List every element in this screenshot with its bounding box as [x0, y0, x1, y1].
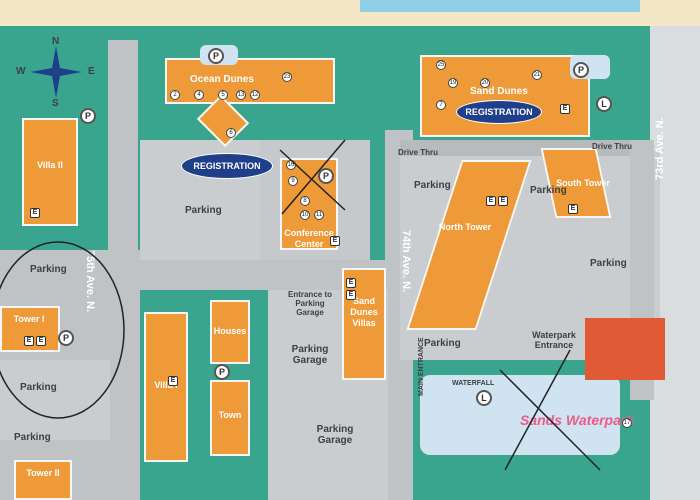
marker-25: 25	[436, 60, 446, 70]
lobby-icon: L	[596, 96, 612, 112]
marker-21: 21	[532, 70, 542, 80]
marker-23: 23	[282, 72, 292, 82]
parking-label-c: Parking	[20, 382, 57, 393]
compass-w: W	[16, 66, 26, 77]
drive-thru-left: Drive Thru	[398, 148, 439, 157]
parking-icon-villa-ii: P	[80, 108, 96, 124]
compass-svg	[30, 46, 82, 98]
x-mark-waterpark-1	[499, 369, 601, 471]
marker-5: 5	[218, 90, 228, 100]
elevator-icon-south-tower: E	[568, 204, 578, 214]
sands-waterpark-logo: Sands Waterpark	[520, 412, 635, 428]
parking-icon-sand-dunes: P	[573, 62, 589, 78]
ocean-dunes-building[interactable]	[165, 58, 335, 104]
parking-label-g: Parking	[590, 258, 627, 269]
marker-11: 11	[314, 210, 324, 220]
sand-dunes-villas-label: Sand Dunes Villas	[350, 296, 378, 328]
parking-label-a: Parking	[185, 205, 222, 216]
parking-label-f: Parking	[530, 185, 567, 196]
ocean-dunes-label: Ocean Dunes	[190, 74, 254, 85]
parking-label-d: Parking	[14, 432, 51, 443]
conference-center-label: Conference Center	[284, 228, 334, 249]
parking-icon-conference: P	[318, 168, 334, 184]
elevator-icon-villas-1: E	[346, 278, 356, 288]
registration-right[interactable]: REGISTRATION	[456, 100, 542, 124]
marker-17: 17	[622, 418, 632, 428]
sand-dunes-label: Sand Dunes	[470, 86, 528, 97]
parking-icon-houses: P	[214, 364, 230, 380]
x-mark-waterpark-2	[504, 349, 571, 471]
parking-label-b: Parking	[30, 264, 67, 275]
marker-4: 4	[194, 90, 204, 100]
parking-garage-label-1: Parking Garage	[291, 344, 329, 366]
tower-i-label: Tower I	[13, 314, 45, 324]
marker-2: 2	[170, 90, 180, 100]
circle-annotation	[0, 241, 125, 419]
ocean-strip	[360, 0, 640, 12]
marker-19: 19	[448, 78, 458, 88]
elevator-icon-villas-2: E	[346, 290, 356, 300]
elevator-icon-sand-dunes: E	[560, 104, 570, 114]
north-tower-label: North Tower	[438, 222, 492, 232]
compass-n: N	[52, 36, 60, 47]
marker-8: 8	[300, 196, 310, 206]
houses-building[interactable]	[210, 300, 250, 364]
villa-ii-label: Villa II	[37, 160, 63, 170]
villa-i-label: Villa I	[154, 380, 178, 390]
marker-20: 20	[480, 78, 490, 88]
drive-thru-right: Drive Thru	[592, 142, 633, 151]
elevator-icon-conference: E	[330, 236, 340, 246]
lobby-icon-waterpark: L	[476, 390, 492, 406]
tower-ii-building[interactable]	[14, 460, 72, 500]
parking-icon-tower-i: P	[58, 330, 74, 346]
marker-6: 6	[226, 128, 236, 138]
marker-9: 9	[288, 176, 298, 186]
sand-dunes-villas-building[interactable]	[342, 268, 386, 380]
villa-i-building[interactable]	[144, 312, 188, 462]
elevator-icon-tower-i-1: E	[24, 336, 34, 346]
parking-label-h: Parking	[424, 338, 461, 349]
compass-e: E	[88, 66, 95, 77]
tower-ii-label: Tower II	[26, 468, 60, 478]
elevator-icon-villa-i: E	[168, 376, 178, 386]
registration-left[interactable]: REGISTRATION	[181, 153, 273, 179]
south-tower-label: South Tower	[556, 178, 610, 188]
town-label: Town	[218, 410, 242, 420]
town-building[interactable]	[210, 380, 250, 456]
red-area	[585, 318, 665, 380]
elevator-icon-north-tower-1: E	[486, 196, 496, 206]
parking-icon-ocean-dunes: P	[208, 48, 224, 64]
road-75th	[108, 40, 138, 500]
elevator-icon-tower-i-2: E	[36, 336, 46, 346]
x-mark-conference-2	[281, 139, 346, 215]
waterfall-label: WATERFALL	[452, 380, 495, 387]
marker-13: 13	[236, 90, 246, 100]
parking-label-e: Parking	[414, 180, 451, 191]
marker-7: 7	[436, 100, 446, 110]
marker-10: 10	[300, 210, 310, 220]
elevator-icon-north-tower-2: E	[498, 196, 508, 206]
parking-garage-label-2: Parking Garage	[316, 424, 354, 446]
elevator-icon-villa-ii: E	[30, 208, 40, 218]
entrance-to-parking-garage: Entrance to Parking Garage	[287, 290, 332, 317]
marker-12: 12	[250, 90, 260, 100]
waterpark-entrance-label: Waterpark Entrance	[532, 330, 576, 350]
houses-label: Houses	[213, 326, 247, 336]
x-mark-conference-1	[279, 149, 346, 211]
compass-s: S	[52, 98, 59, 109]
compass-rose-icon	[28, 44, 84, 100]
